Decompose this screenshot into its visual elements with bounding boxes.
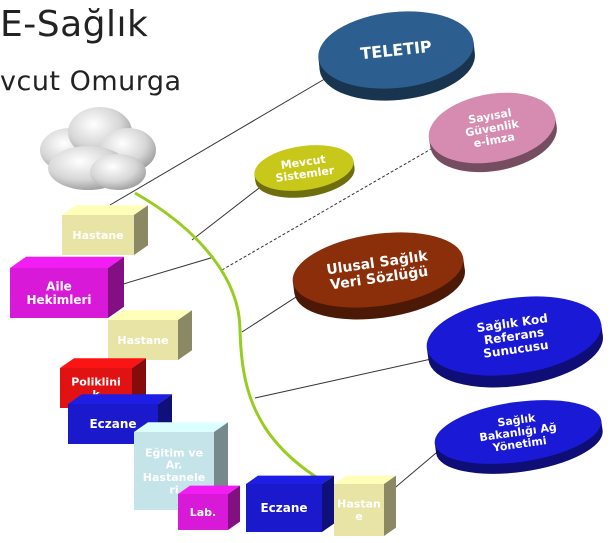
cloud-icon [40,107,156,190]
box-hastane1-label: Hastane [72,229,123,242]
box-eczane1-label: Eczane [89,417,136,431]
ellipse-mevcut-label: Mevcut [280,153,327,172]
ellipse-bakanlik-label: Sağlık [497,411,537,429]
connector-teletip [109,69,341,206]
box-eczane2-label: Eczane [260,501,307,515]
page-title: E-Sağlık [0,4,149,45]
box-hastane1: Hastane [62,205,148,255]
box-hastane3: Hastane [334,475,396,536]
box-aile-label: Aile [46,279,72,293]
box-hastane3-label: e [355,510,362,523]
ellipse-teletip: TELETIP [318,11,475,101]
connector-sayisal [221,137,451,271]
connector-mevcut [191,177,273,241]
backbone-curve [134,191,381,512]
box-hastane2: Hastane [108,310,192,360]
box-hastane3-label: Hastan [337,498,381,511]
box-poliklinik-label: Poliklini [71,376,121,389]
box-lab-label: Lab. [190,506,217,519]
box-egitim-label: Eğitim ve [145,446,203,459]
box-eczane2: Eczane [246,475,334,532]
connector-aile [119,256,215,286]
box-egitim-label: ri [169,483,178,496]
box-lab: Lab. [178,485,240,530]
box-egitim-label: Ar. [166,459,183,472]
box-egitim-label: Hastanele [143,471,205,484]
box-eczane1: Eczane [68,394,172,444]
page-subtitle: vcut Omurga [0,66,182,97]
box-hastane2-label: Hastane [117,334,168,347]
box-aile-label: Hekimleri [26,293,91,307]
